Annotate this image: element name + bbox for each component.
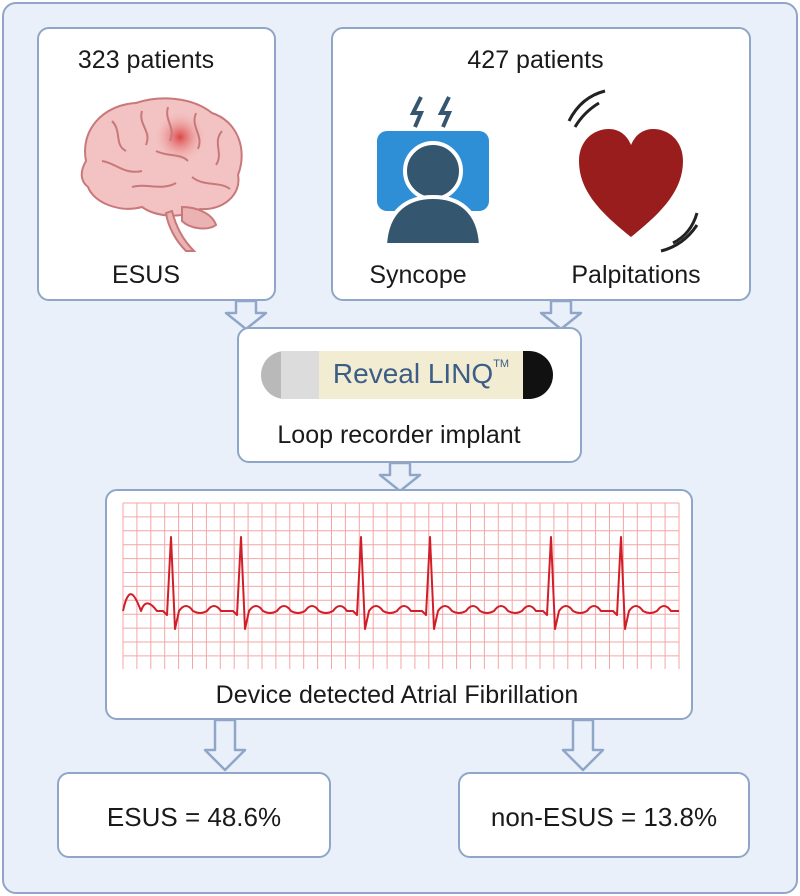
loop-recorder-icon: Reveal LINQTM (261, 351, 553, 399)
down-arrow-icon (203, 718, 247, 772)
down-arrow-icon (561, 718, 605, 772)
palpitations-label: Palpitations (571, 261, 701, 289)
esus-label: ESUS (111, 261, 181, 289)
esus-box: 323 patients ESUS (37, 27, 276, 301)
ecg-strip (122, 502, 680, 669)
implant-label: Loop recorder implant (277, 421, 521, 449)
heart-icon (567, 89, 699, 253)
syncope-icon (377, 96, 489, 247)
device-name: Reveal LINQ (332, 358, 494, 389)
af-detection-box: Device detected Atrial Fibrillation (105, 489, 693, 720)
other-indications-box: 427 patients Syncope Palpitations (331, 27, 751, 301)
down-arrow-icon (539, 299, 583, 331)
trademark-symbol: TM (493, 358, 510, 370)
other-patient-count: 427 patients (467, 46, 604, 74)
non-esus-result-box: non-ESUS = 13.8% (458, 772, 750, 858)
syncope-label: Syncope (369, 261, 467, 289)
down-arrow-icon (378, 461, 422, 493)
esus-patient-count: 323 patients (77, 46, 215, 74)
implant-box: Reveal LINQTM Loop recorder implant (237, 327, 582, 463)
brain-icon (80, 97, 243, 252)
af-label: Device detected Atrial Fibrillation (215, 681, 579, 709)
esus-result: ESUS = 48.6% (106, 802, 282, 832)
non-esus-result: non-ESUS = 13.8% (490, 802, 718, 832)
esus-result-box: ESUS = 48.6% (57, 772, 331, 858)
down-arrow-icon (224, 299, 268, 331)
ecg-trace (122, 536, 679, 630)
